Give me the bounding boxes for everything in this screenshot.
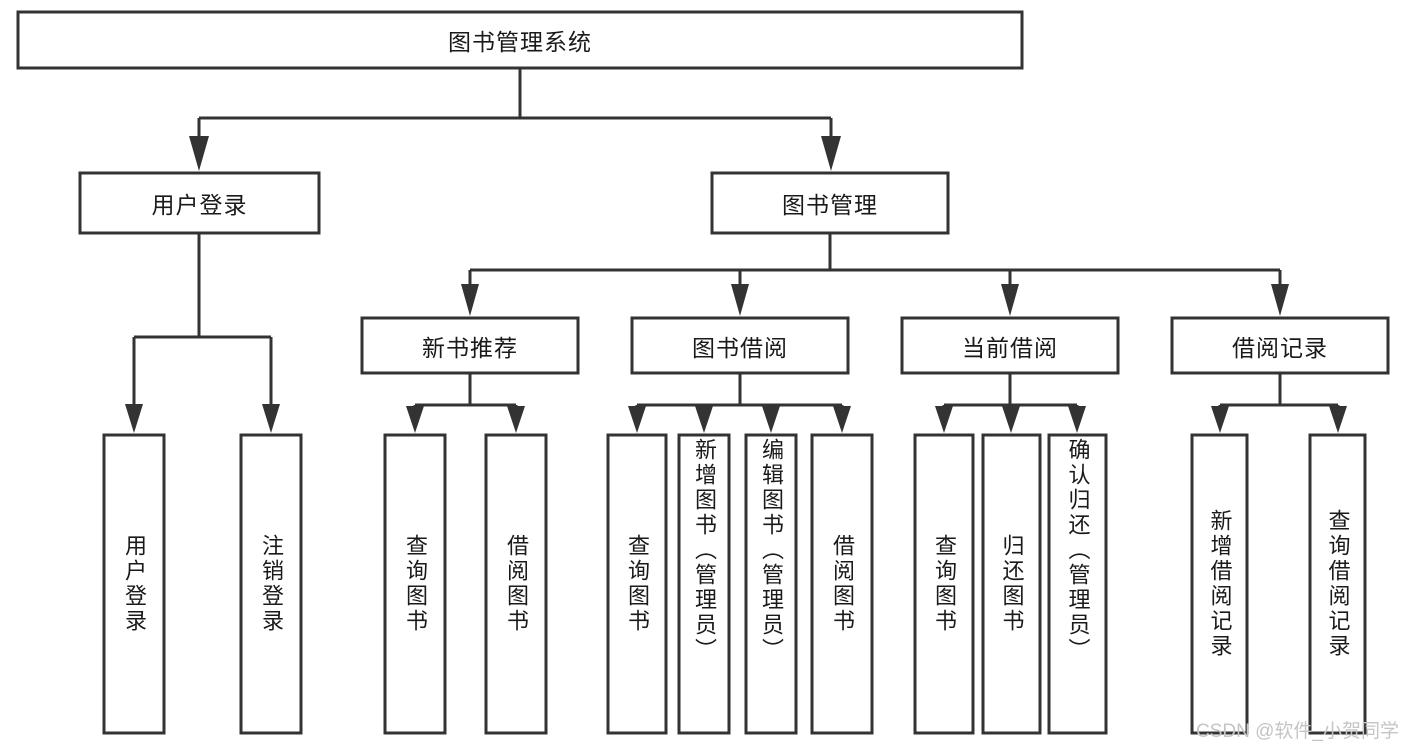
node-box-root[interactable] [16, 10, 1024, 70]
node-box-book-borrow[interactable] [630, 316, 850, 375]
arrow-leaf-user-logout [262, 404, 280, 433]
node-box-leaf-query-book-current[interactable] [913, 433, 975, 735]
arrow-new-book-recommend [461, 284, 479, 316]
node-box-leaf-query-borrow-record[interactable] [1308, 433, 1367, 735]
arrow-leaf-add-borrow-record [1211, 406, 1229, 433]
connector-borrow-record-children [1211, 373, 1347, 433]
connector-book-management-children [461, 233, 1289, 316]
node-box-leaf-query-book-recommend[interactable] [383, 433, 447, 735]
connector-user-login-children [125, 233, 280, 433]
arrow-leaf-return-book [1002, 406, 1020, 433]
node-box-leaf-add-book-admin[interactable] [677, 433, 731, 735]
connector-root-to-level2 [189, 68, 841, 171]
node-box-leaf-borrow-book[interactable] [810, 433, 874, 735]
connector-book-borrow-children [628, 373, 851, 433]
arrow-leaf-borrow-book-recommend [507, 406, 525, 433]
node-box-borrow-record[interactable] [1170, 316, 1390, 375]
node-box-user-login[interactable] [78, 171, 321, 235]
node-box-book-management[interactable] [710, 171, 950, 235]
arrow-leaf-query-book-recommend [406, 406, 424, 433]
arrow-leaf-query-book-borrow [628, 406, 646, 433]
arrow-to-book-management [821, 136, 841, 171]
node-box-leaf-query-book-borrow[interactable] [606, 433, 668, 735]
arrow-book-borrow [731, 284, 749, 316]
arrow-leaf-edit-book-admin [762, 406, 780, 433]
connector-current-borrow-children [935, 373, 1086, 433]
arrow-leaf-query-book-current [935, 406, 953, 433]
node-box-leaf-user-logout[interactable] [239, 433, 303, 735]
arrow-current-borrow [1001, 284, 1019, 316]
node-box-leaf-edit-book-admin[interactable] [744, 433, 798, 735]
node-box-leaf-user-login[interactable] [102, 433, 166, 735]
node-box-leaf-borrow-book-recommend[interactable] [484, 433, 548, 735]
arrow-leaf-add-book-admin [695, 406, 713, 433]
node-box-leaf-confirm-return-admin[interactable] [1047, 433, 1108, 735]
node-box-new-book-recommend[interactable] [360, 316, 580, 375]
arrow-leaf-confirm-return-admin [1068, 406, 1086, 433]
arrow-borrow-record [1271, 284, 1289, 316]
node-box-leaf-return-book[interactable] [981, 433, 1042, 735]
node-box-current-borrow[interactable] [900, 316, 1120, 375]
arrow-leaf-borrow-book [833, 406, 851, 433]
arrow-leaf-user-login [125, 404, 143, 433]
arrow-leaf-query-borrow-record [1329, 406, 1347, 433]
node-box-leaf-add-borrow-record[interactable] [1190, 433, 1249, 735]
arrow-to-user-login [189, 136, 209, 171]
connector-new-book-recommend-children [406, 373, 525, 433]
